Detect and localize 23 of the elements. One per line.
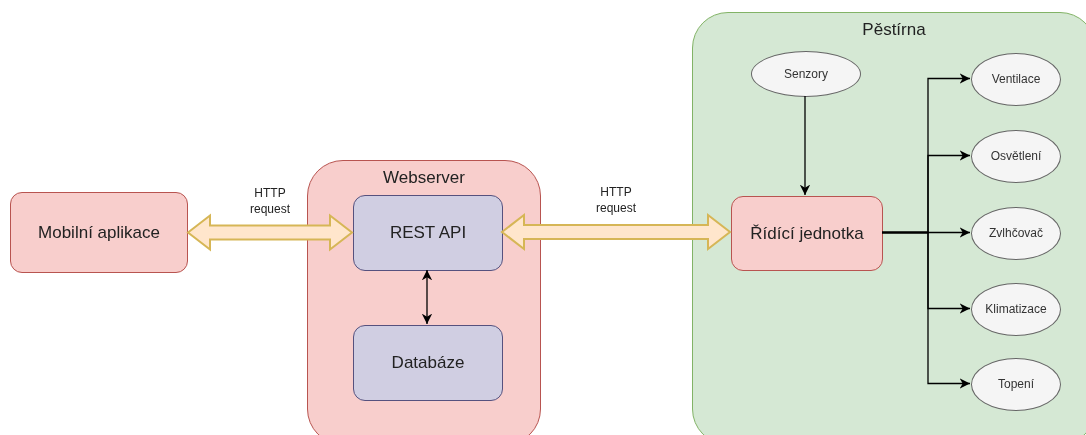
- arrow: [421, 269, 433, 325]
- double-arrow: [186, 213, 354, 252]
- node-label: Ventilace: [990, 72, 1042, 87]
- process-box: [353, 325, 503, 401]
- arrow: [881, 231, 971, 389]
- node-label: Senzory: [783, 66, 829, 82]
- node-label: Osvětlení: [989, 149, 1043, 164]
- process-box: [10, 192, 188, 273]
- node-label: Databáze: [390, 352, 466, 374]
- group-container: [692, 12, 1086, 435]
- arrow: [799, 95, 811, 196]
- process-box: [731, 196, 883, 271]
- node-label: Zvlhčovač: [988, 226, 1044, 241]
- double-arrow: [500, 212, 732, 252]
- node-label: Topení: [997, 377, 1035, 392]
- node-label: Mobilní aplikace: [37, 221, 161, 244]
- node-label: Řídící jednotka: [749, 222, 865, 245]
- process-box: [353, 195, 503, 271]
- group-title: Webserver: [382, 167, 466, 189]
- group-container: [307, 160, 541, 435]
- node-label: Klimatizace: [984, 302, 1048, 317]
- node-label: REST API: [388, 222, 468, 244]
- group-title: Pěstírna: [861, 19, 927, 41]
